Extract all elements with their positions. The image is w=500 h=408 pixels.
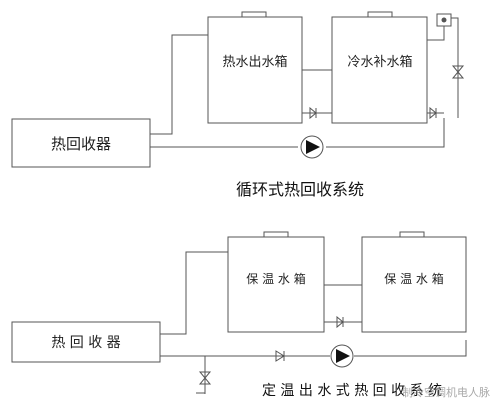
pipe-return-right-2 xyxy=(354,340,467,357)
heat-recovery-unit-2-label: 热 回 收 器 xyxy=(51,335,120,351)
cold-water-tank-label: 冷水补水箱 xyxy=(347,54,412,70)
heat-recovery-unit-label: 热回收器 xyxy=(51,135,111,153)
constant-temperature-system-diagram: 热 回 收 器 保 温 水 箱 保 温 水 箱 定 温 出 水 式 热 回 收 … xyxy=(11,231,467,399)
insulated-tank-right xyxy=(361,236,467,333)
pipe-return-right xyxy=(326,118,445,148)
insulated-tank-right-label: 保 温 水 箱 xyxy=(384,271,443,286)
check-valve-icon xyxy=(429,106,437,120)
float-valve-icon xyxy=(436,13,452,27)
watermark-text: 制冷空调机电人脉 xyxy=(402,385,490,399)
gate-valve-icon xyxy=(198,371,212,385)
check-valve-icon xyxy=(309,106,317,120)
hot-water-tank xyxy=(207,16,303,124)
insulated-tank-left-lid xyxy=(263,231,289,238)
circulation-pump-icon xyxy=(330,344,354,368)
hot-water-tank-label: 热水出水箱 xyxy=(222,54,287,70)
pipe-collector-to-hot-tank xyxy=(150,34,208,135)
circulation-system-diagram: 热回收器 热水出水箱 冷水补水箱 循环式热回收系统 xyxy=(11,11,465,199)
check-valve-icon xyxy=(336,315,344,329)
cold-tank-lid xyxy=(367,11,393,18)
pipe-collector-to-tank xyxy=(160,251,228,335)
insulated-tank-right-lid xyxy=(399,231,425,238)
insulated-tank-left-label: 保 温 水 箱 xyxy=(246,271,305,286)
heat-recovery-unit-2 xyxy=(11,321,161,363)
circulation-pump-icon xyxy=(300,135,324,159)
pipe-cold-tank-fill xyxy=(427,26,445,41)
diagram2-caption: 定 温 出 水 式 热 回 收 系 统 xyxy=(262,383,442,399)
diagram1-caption: 循环式热回收系统 xyxy=(236,180,364,199)
heat-recovery-unit xyxy=(11,118,151,168)
hot-tank-lid xyxy=(241,11,267,18)
cold-water-tank xyxy=(331,16,428,124)
pipe-makeup-water xyxy=(443,17,459,118)
check-valve-icon xyxy=(275,350,285,362)
insulated-tank-left xyxy=(227,236,325,333)
gate-valve-icon xyxy=(451,65,465,79)
